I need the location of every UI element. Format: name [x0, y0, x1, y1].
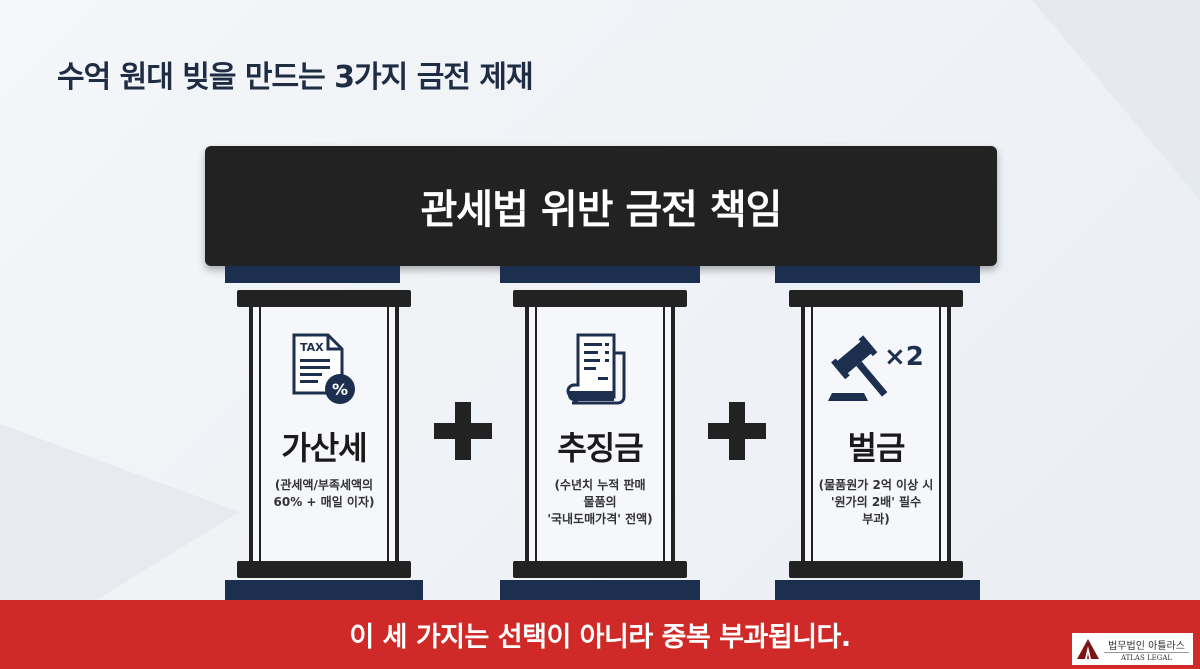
atlas-logo-icon	[1077, 639, 1099, 659]
plus-icon	[434, 402, 492, 460]
svg-text:%: %	[332, 380, 348, 399]
pillar-cap	[513, 290, 687, 307]
pillar-base	[500, 580, 700, 602]
banner-support	[225, 266, 400, 283]
logo-korean: 법무법인 아틀라스	[1104, 637, 1189, 653]
pillar-name: 벌금	[847, 429, 906, 467]
tax-label: TAX	[300, 341, 324, 354]
plus-icon	[708, 402, 766, 460]
background-shape	[0, 424, 240, 600]
atlas-legal-logo: 법무법인 아틀라스 ATLAS LEGAL	[1072, 633, 1193, 665]
banner-title: 관세법 위반 금전 책임	[205, 146, 997, 266]
page-title: 수억 원대 빚을 만드는 3가지 금전 제재	[57, 60, 534, 95]
pillar-penalty-tax: TAX % 가산세 (관세액/부족세액의 60% + 매일 이자)	[237, 290, 411, 578]
banner-support	[500, 266, 700, 283]
pillar-description: (물품원가 2억 이상 시 '원가의 2배' 필수 부과)	[818, 478, 934, 526]
pillar-fine: ×2 벌금 (물품원가 2억 이상 시 '원가의 2배' 필수 부과)	[789, 290, 963, 578]
pillar-surcharge: 추징금 (수년치 누적 판매 물품의 '국내도매가격' 전액)	[513, 290, 687, 578]
pillar-cap	[789, 290, 963, 307]
banner-support	[775, 266, 980, 283]
logo-english: ATLAS LEGAL	[1120, 653, 1173, 662]
pillar-description: (관세액/부족세액의 60% + 매일 이자)	[273, 478, 375, 509]
pillar-cap	[237, 561, 411, 578]
pillar-base	[225, 580, 423, 602]
pillar-cap	[789, 561, 963, 578]
footer-banner: 이 세 가지는 선택이 아니라 중복 부과됩니다.	[0, 600, 1200, 669]
pillar-cap	[513, 561, 687, 578]
tax-document-icon: TAX %	[284, 331, 364, 407]
times-two-label: ×2	[884, 342, 924, 372]
pillar-name: 가산세	[281, 429, 367, 467]
gavel-icon: ×2	[826, 331, 926, 407]
pillar-base	[775, 580, 980, 602]
pillar-description: (수년치 누적 판매 물품의 '국내도매가격' 전액)	[547, 478, 653, 526]
receipt-icon	[560, 331, 640, 407]
pillar-name: 추징금	[557, 429, 643, 467]
pillar-cap	[237, 290, 411, 307]
